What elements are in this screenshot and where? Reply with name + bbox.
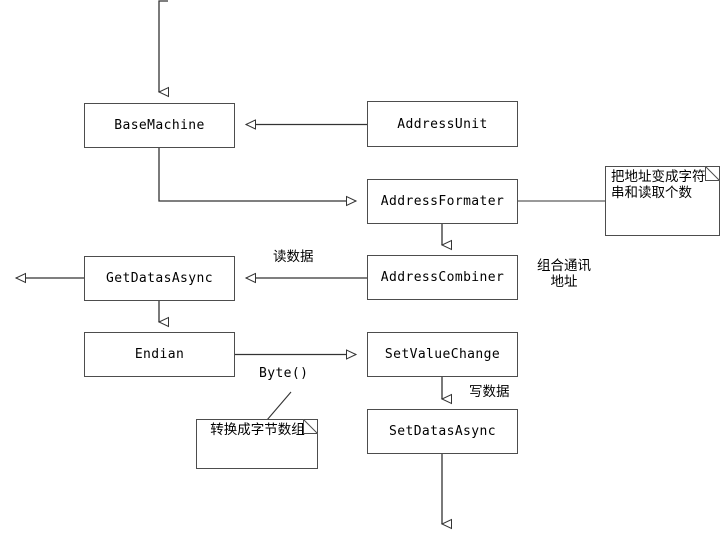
note-address-format: 把地址变成字符串和读取个数	[605, 166, 720, 236]
note-fold-line-icon	[705, 166, 720, 181]
note-text: 把地址变成字符串和读取个数	[611, 169, 706, 201]
node-address-unit[interactable]: AddressUnit	[367, 101, 518, 147]
edge-label-read-data: 读数据	[273, 249, 314, 265]
node-label: SetValueChange	[384, 347, 501, 362]
node-label: AddressFormater	[380, 194, 505, 209]
edge-label-write-data: 写数据	[469, 384, 510, 400]
node-label: AddressCombiner	[380, 270, 505, 285]
edge-base-machine-to-address-formater	[158, 148, 358, 207]
node-base-machine[interactable]: BaseMachine	[84, 103, 235, 148]
node-label: AddressUnit	[397, 116, 488, 132]
node-label: SetDatasAsync	[389, 424, 496, 439]
note-text: 转换成字节数组	[210, 422, 305, 438]
edge-entry-to-base-machine	[157, 0, 169, 98]
note-byte-array: 转换成字节数组	[196, 419, 318, 469]
node-label: Endian	[134, 347, 185, 362]
node-get-datas-async[interactable]: GetDatasAsync	[84, 256, 235, 301]
node-address-combiner[interactable]: AddressCombiner	[367, 255, 518, 300]
node-label: GetDatasAsync	[106, 271, 213, 286]
edge-label-combine-address: 组合通讯 地址	[537, 258, 591, 291]
node-label: BaseMachine	[114, 118, 205, 133]
node-set-datas-async[interactable]: SetDatasAsync	[367, 409, 518, 454]
node-endian[interactable]: Endian	[84, 332, 235, 377]
node-set-value-change[interactable]: SetValueChange	[367, 332, 518, 377]
edge-label-byte-call: Byte()	[259, 366, 309, 381]
edge-note-byte-array-connector	[266, 391, 292, 421]
note-fold-line-icon	[303, 419, 318, 434]
node-address-formater[interactable]: AddressFormater	[367, 179, 518, 224]
